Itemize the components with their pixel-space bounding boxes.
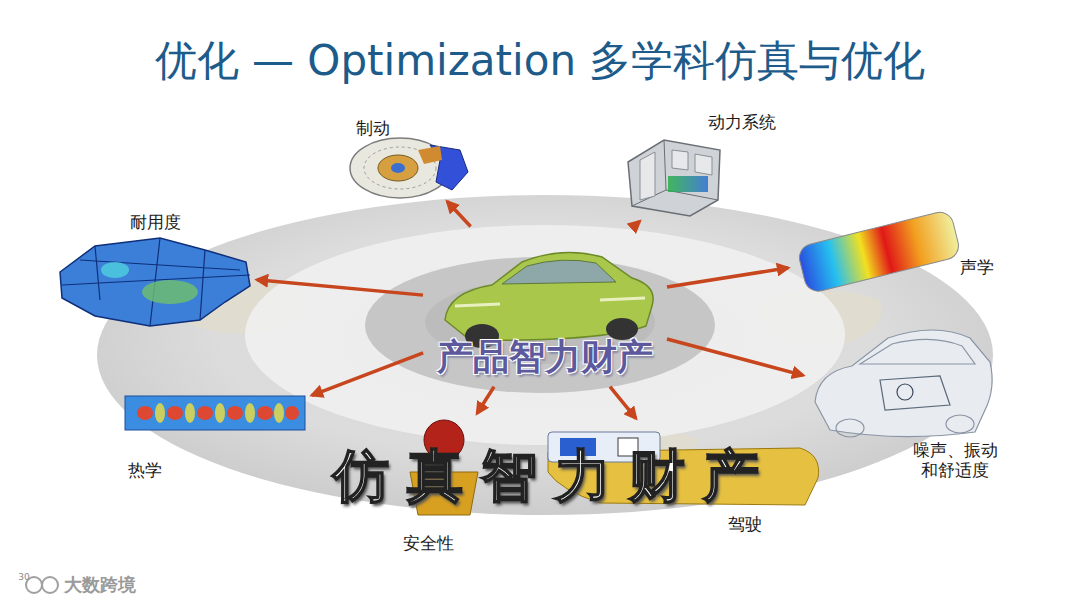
hub-node: 产品智力财产 bbox=[425, 228, 665, 385]
watermark-logo bbox=[26, 577, 58, 593]
node-label: 耐用度 bbox=[130, 212, 181, 232]
node-label: 动力系统 bbox=[708, 112, 776, 132]
radial-arrow bbox=[667, 268, 788, 287]
radial-arrow bbox=[634, 221, 640, 226]
disc bbox=[97, 195, 993, 515]
discipline-node: 噪声、振动 和舒适度 bbox=[805, 315, 1005, 490]
engine bbox=[628, 140, 720, 216]
ring bbox=[245, 225, 845, 445]
slide-title: 优化 — Optimization 多学科仿真与优化 bbox=[0, 36, 1080, 86]
thermal-bar bbox=[125, 396, 305, 430]
radial-arrow bbox=[477, 387, 494, 414]
radial-arrow bbox=[257, 280, 423, 295]
body-frame bbox=[60, 238, 250, 326]
radial-arrow bbox=[610, 387, 636, 419]
brake-disc bbox=[350, 138, 468, 198]
discipline-node: 热学 bbox=[105, 385, 310, 485]
node-label: 噪声、振动 和舒适度 bbox=[909, 440, 1001, 481]
nvh-car bbox=[815, 330, 992, 437]
discipline-node: 耐用度 bbox=[50, 210, 255, 330]
discipline-node: 制动 bbox=[340, 112, 470, 200]
node-label: 驾驶 bbox=[728, 514, 762, 534]
overlay-title: 仿真智力财产 bbox=[333, 445, 777, 507]
radial-arrow bbox=[667, 339, 803, 375]
node-label: 产品智力财产 bbox=[437, 335, 653, 378]
car bbox=[445, 253, 653, 348]
discipline-node: 声学 bbox=[790, 200, 1010, 300]
node-label: 制动 bbox=[356, 118, 390, 138]
node-label: 声学 bbox=[960, 257, 994, 277]
radial-arrow bbox=[447, 201, 470, 226]
page-number: 30 bbox=[18, 572, 29, 583]
node-label: 安全性 bbox=[403, 533, 454, 553]
acoustic-panel bbox=[797, 209, 962, 294]
radial-arrow bbox=[312, 353, 423, 395]
watermark: 大数跨境 bbox=[64, 574, 136, 596]
discipline-node: 动力系统 bbox=[610, 105, 800, 220]
node-label: 热学 bbox=[128, 460, 162, 480]
